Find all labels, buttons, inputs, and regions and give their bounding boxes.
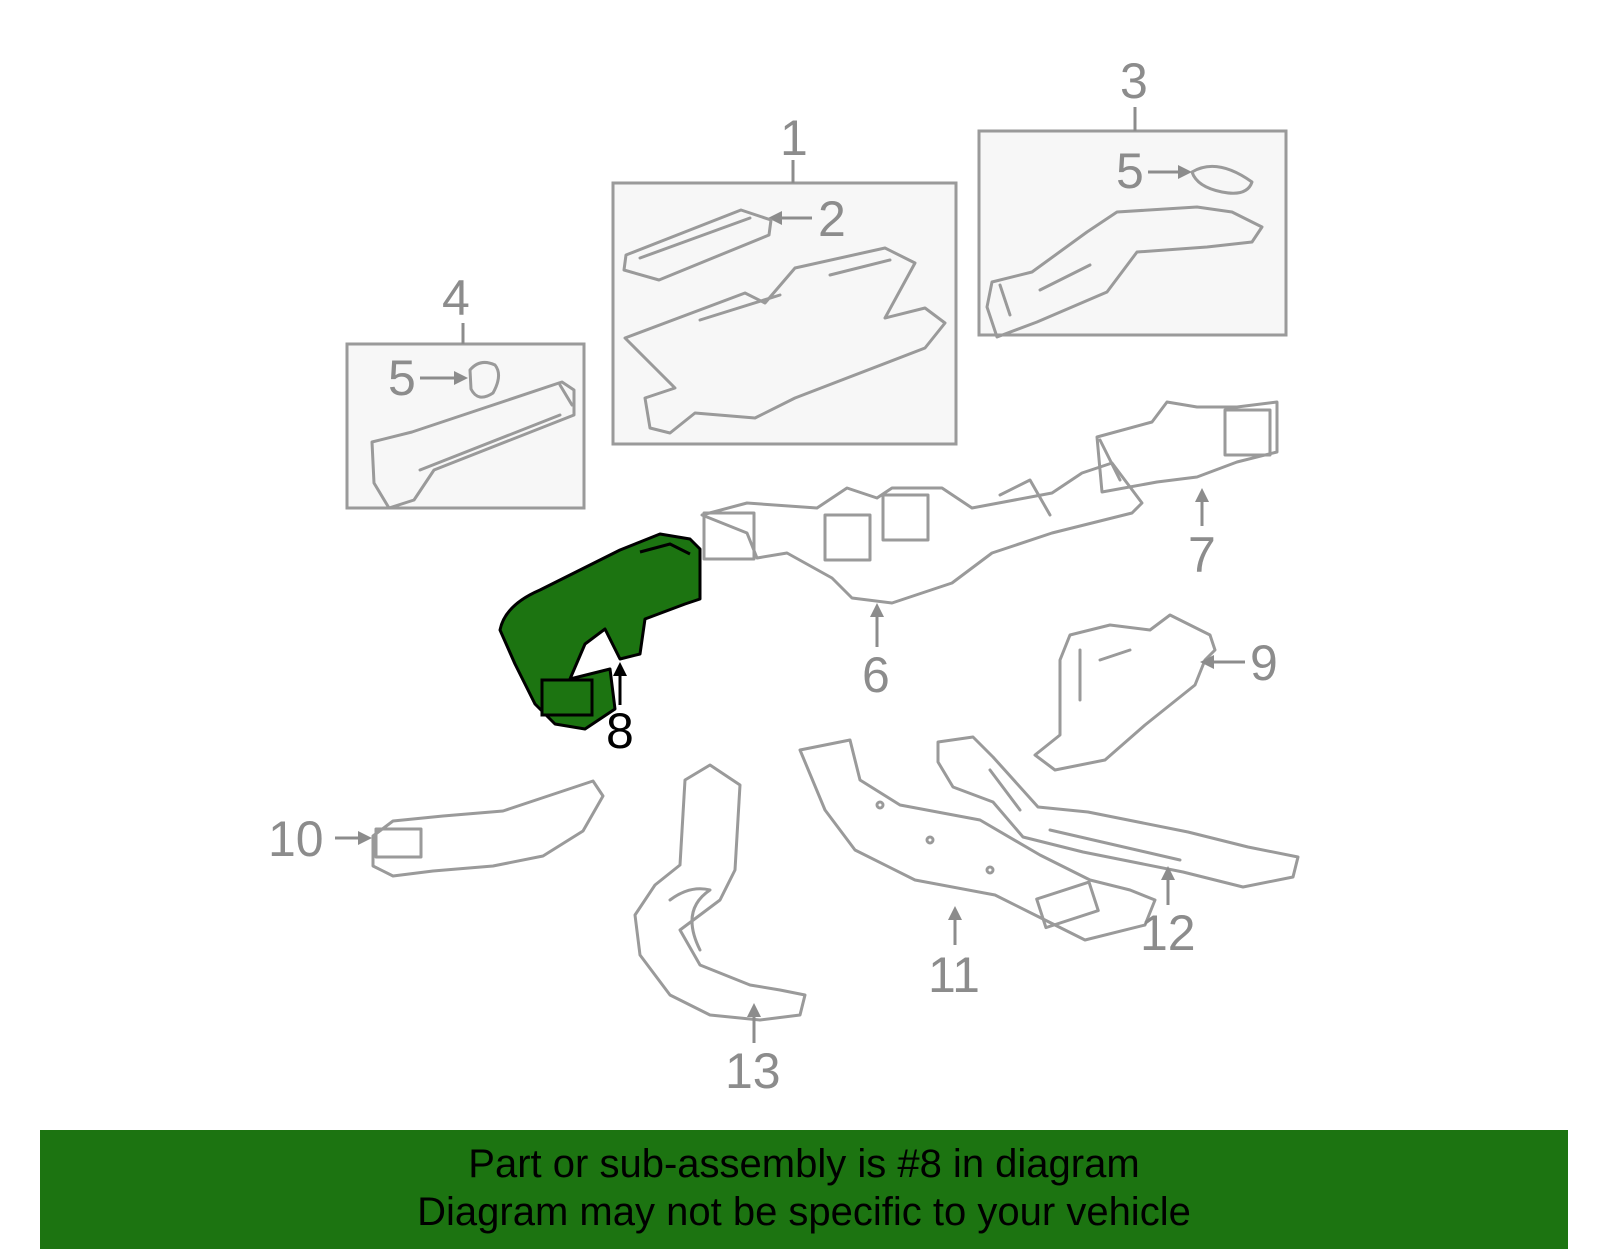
duct-4 [370, 380, 576, 510]
banner-line-1: Part or sub-assembly is #8 in diagram [468, 1142, 1140, 1186]
callout-13: 13 [725, 1043, 781, 1099]
callout-7: 7 [1188, 527, 1216, 583]
callout-2: 2 [818, 191, 846, 247]
callout-3: 3 [1120, 53, 1148, 109]
callout-6: 6 [862, 647, 890, 703]
callout-5-in-4: 5 [388, 350, 416, 406]
duct-3 [985, 205, 1264, 339]
part-8-highlighted[interactable] [498, 532, 702, 731]
duct-1 [623, 246, 947, 435]
part-10[interactable] [371, 779, 605, 878]
callout-10: 10 [268, 811, 324, 867]
callout-11: 11 [928, 947, 980, 1003]
banner-line-2: Diagram may not be specific to your vehi… [417, 1190, 1191, 1234]
callout-12: 12 [1140, 905, 1196, 961]
info-banner: Part or sub-assembly is #8 in diagram Di… [40, 1130, 1568, 1249]
seal-ring-3 [1190, 164, 1254, 195]
part-12[interactable] [936, 735, 1300, 889]
callout-4: 4 [442, 270, 470, 326]
part-6[interactable] [700, 461, 1144, 605]
callout-1: 1 [780, 110, 808, 166]
assembly-3[interactable]: 3 5 [977, 53, 1288, 339]
assembly-1[interactable]: 1 2 [611, 110, 958, 446]
part-13[interactable] [633, 763, 807, 1022]
part-11[interactable] [798, 738, 1157, 942]
seal-ring [468, 360, 500, 399]
assembly-4[interactable]: 4 5 [345, 270, 586, 510]
callout-9: 9 [1250, 635, 1278, 691]
callout-5-in-3: 5 [1116, 143, 1144, 199]
vent-grille-2 [622, 208, 773, 282]
part-9[interactable] [1033, 613, 1217, 772]
part-8-body [498, 532, 702, 731]
part-7[interactable] [1095, 400, 1279, 494]
callout-8: 8 [606, 703, 634, 759]
